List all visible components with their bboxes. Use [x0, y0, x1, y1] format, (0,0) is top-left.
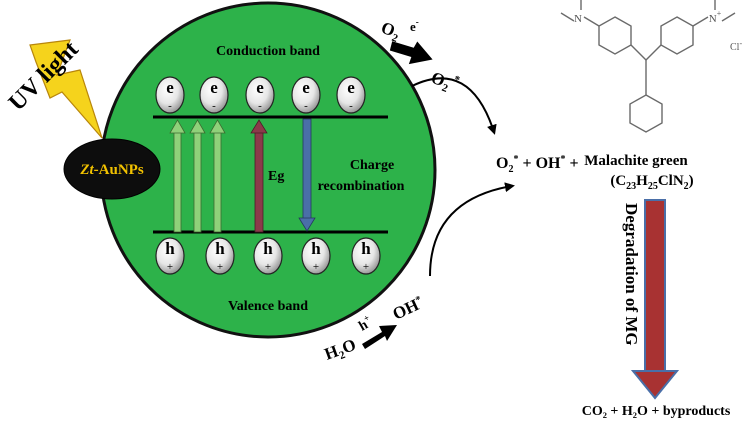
hole: h +	[301, 237, 331, 275]
degradation-label: Degradation of MG	[622, 203, 641, 346]
mol-n-right: N+	[709, 9, 722, 25]
electron: e -	[155, 76, 185, 114]
electron-row: e - e - e - e - e -	[155, 76, 366, 114]
upper-curved-arrow	[411, 77, 497, 135]
products-label: CO₂ + H₂O + byproducts	[582, 404, 731, 419]
svg-text:h: h	[215, 239, 225, 258]
electron: e -	[291, 76, 321, 114]
e-minus-label: e-	[410, 17, 419, 34]
h2o-label: H2O	[322, 335, 360, 367]
oh-radical-label: OH*	[390, 293, 427, 324]
recombination-arrow	[298, 118, 316, 232]
svg-text:+: +	[265, 261, 271, 273]
malachite-green-label: Malachite green	[584, 153, 688, 169]
nanoparticle-label: Zt-AuNPs	[79, 162, 144, 178]
nanoparticle	[63, 138, 161, 200]
svg-text:-: -	[168, 100, 172, 112]
hole-transfer-arrow	[362, 325, 397, 349]
reaction-equation: O2* + OH* +	[496, 154, 579, 175]
degradation-arrow	[630, 199, 680, 400]
valence-band-label: Valence band	[228, 299, 308, 314]
recombination-label: recombination	[318, 179, 405, 194]
electron: e -	[199, 76, 229, 114]
lower-curved-arrow	[429, 182, 515, 277]
mol-n-left: N	[574, 13, 582, 25]
o2-label: O2	[378, 18, 404, 45]
band-gap-arrow	[250, 119, 268, 233]
svg-text:h: h	[263, 239, 273, 258]
svg-text:-: -	[212, 100, 216, 112]
svg-text:+: +	[167, 261, 173, 273]
hole: h +	[155, 237, 185, 275]
svg-text:-: -	[349, 100, 353, 112]
svg-text:h: h	[311, 239, 321, 258]
svg-text:-: -	[304, 100, 308, 112]
electron: e -	[336, 76, 366, 114]
svg-text:+: +	[217, 261, 223, 273]
charge-label: Charge	[350, 158, 394, 173]
svg-text:h: h	[361, 239, 371, 258]
svg-text:+: +	[313, 261, 319, 273]
green-up-arrow	[169, 119, 186, 233]
excitation-arrows	[169, 118, 316, 233]
hole: h +	[351, 237, 381, 275]
svg-text:h: h	[165, 239, 175, 258]
mg-formula: (C23H25ClN2)	[610, 173, 693, 192]
svg-text:-: -	[258, 100, 262, 112]
eg-label: Eg	[268, 169, 284, 184]
svg-text:e: e	[210, 78, 218, 97]
svg-text:e: e	[347, 78, 355, 97]
electron-transfer-arrow	[389, 41, 433, 65]
green-up-arrow	[209, 119, 226, 233]
hole: h +	[253, 237, 283, 275]
mol-chloride: Cl-	[730, 39, 742, 53]
lightning-bolt-icon	[29, 39, 103, 139]
svg-text:e: e	[302, 78, 310, 97]
svg-text:e: e	[166, 78, 174, 97]
malachite-green-structure	[560, 0, 736, 133]
hole: h +	[205, 237, 235, 275]
hole-row: h + h + h + h + h +	[155, 237, 381, 275]
svg-text:+: +	[363, 261, 369, 273]
h-plus-label: h+	[355, 312, 375, 334]
green-up-arrow	[189, 119, 206, 233]
svg-text:e: e	[256, 78, 264, 97]
electron: e -	[245, 76, 275, 114]
conduction-band-label: Conduction band	[216, 44, 320, 59]
